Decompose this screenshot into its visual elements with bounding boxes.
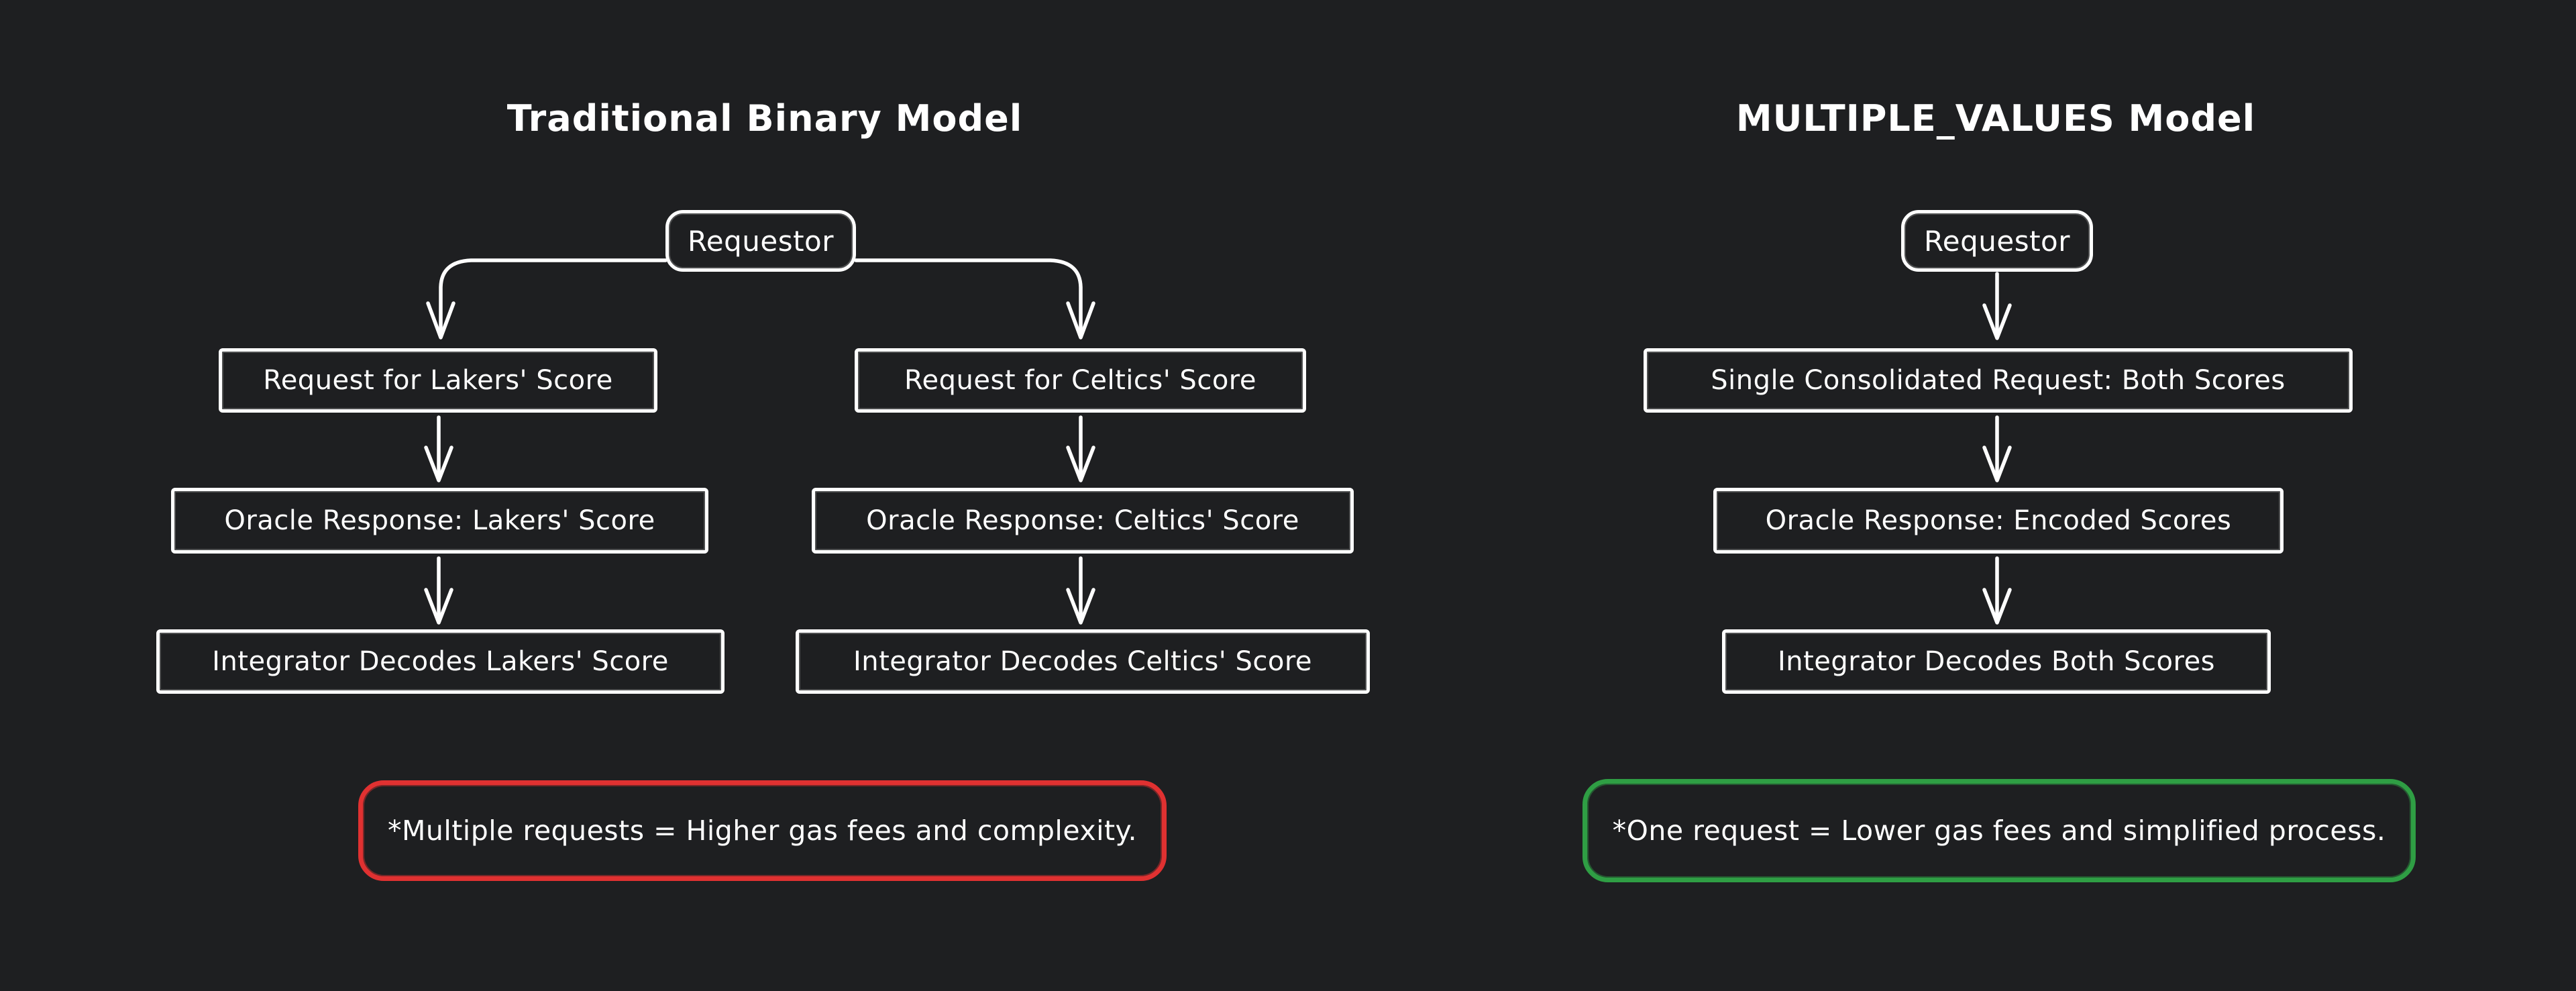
arrow-right-oracle-to-integrator: [1982, 556, 2012, 625]
encoded-oracle-response-node: Oracle Response: Encoded Scores: [1713, 488, 2284, 554]
celtics-request-node: Request for Celtics' Score: [855, 348, 1306, 413]
arrow-lakers-oracle-to-integrator: [424, 556, 453, 625]
right-panel-title: MULTIPLE_VALUES Model: [1735, 97, 2256, 140]
lakers-request-node: Request for Lakers' Score: [219, 348, 657, 413]
celtics-oracle-response-node: Oracle Response: Celtics' Score: [812, 488, 1354, 554]
arrow-celtics-request-to-oracle: [1066, 415, 1095, 482]
lakers-integrator-node: Integrator Decodes Lakers' Score: [156, 629, 724, 694]
consolidated-request-node: Single Consolidated Request: Both Scores: [1644, 348, 2353, 413]
arrow-celtics-oracle-to-integrator: [1066, 556, 1095, 625]
left-panel-warning-note: *Multiple requests = Higher gas fees and…: [358, 780, 1167, 881]
celtics-integrator-node: Integrator Decodes Celtics' Score: [796, 629, 1370, 694]
arrow-requestor-to-lakers-request: [426, 258, 667, 340]
arrow-right-requestor-to-request: [1982, 272, 2012, 340]
left-requestor-node: Requestor: [665, 210, 856, 272]
arrow-requestor-to-celtics-request: [854, 258, 1095, 340]
arrow-right-request-to-oracle: [1982, 415, 2012, 482]
decodes-both-scores-node: Integrator Decodes Both Scores: [1722, 629, 2271, 694]
arrow-lakers-request-to-oracle: [424, 415, 453, 482]
left-panel-title: Traditional Binary Model: [506, 97, 1023, 140]
right-panel-success-note: *One request = Lower gas fees and simpli…: [1582, 779, 2416, 882]
lakers-oracle-response-node: Oracle Response: Lakers' Score: [171, 488, 708, 554]
right-requestor-node: Requestor: [1901, 210, 2093, 272]
